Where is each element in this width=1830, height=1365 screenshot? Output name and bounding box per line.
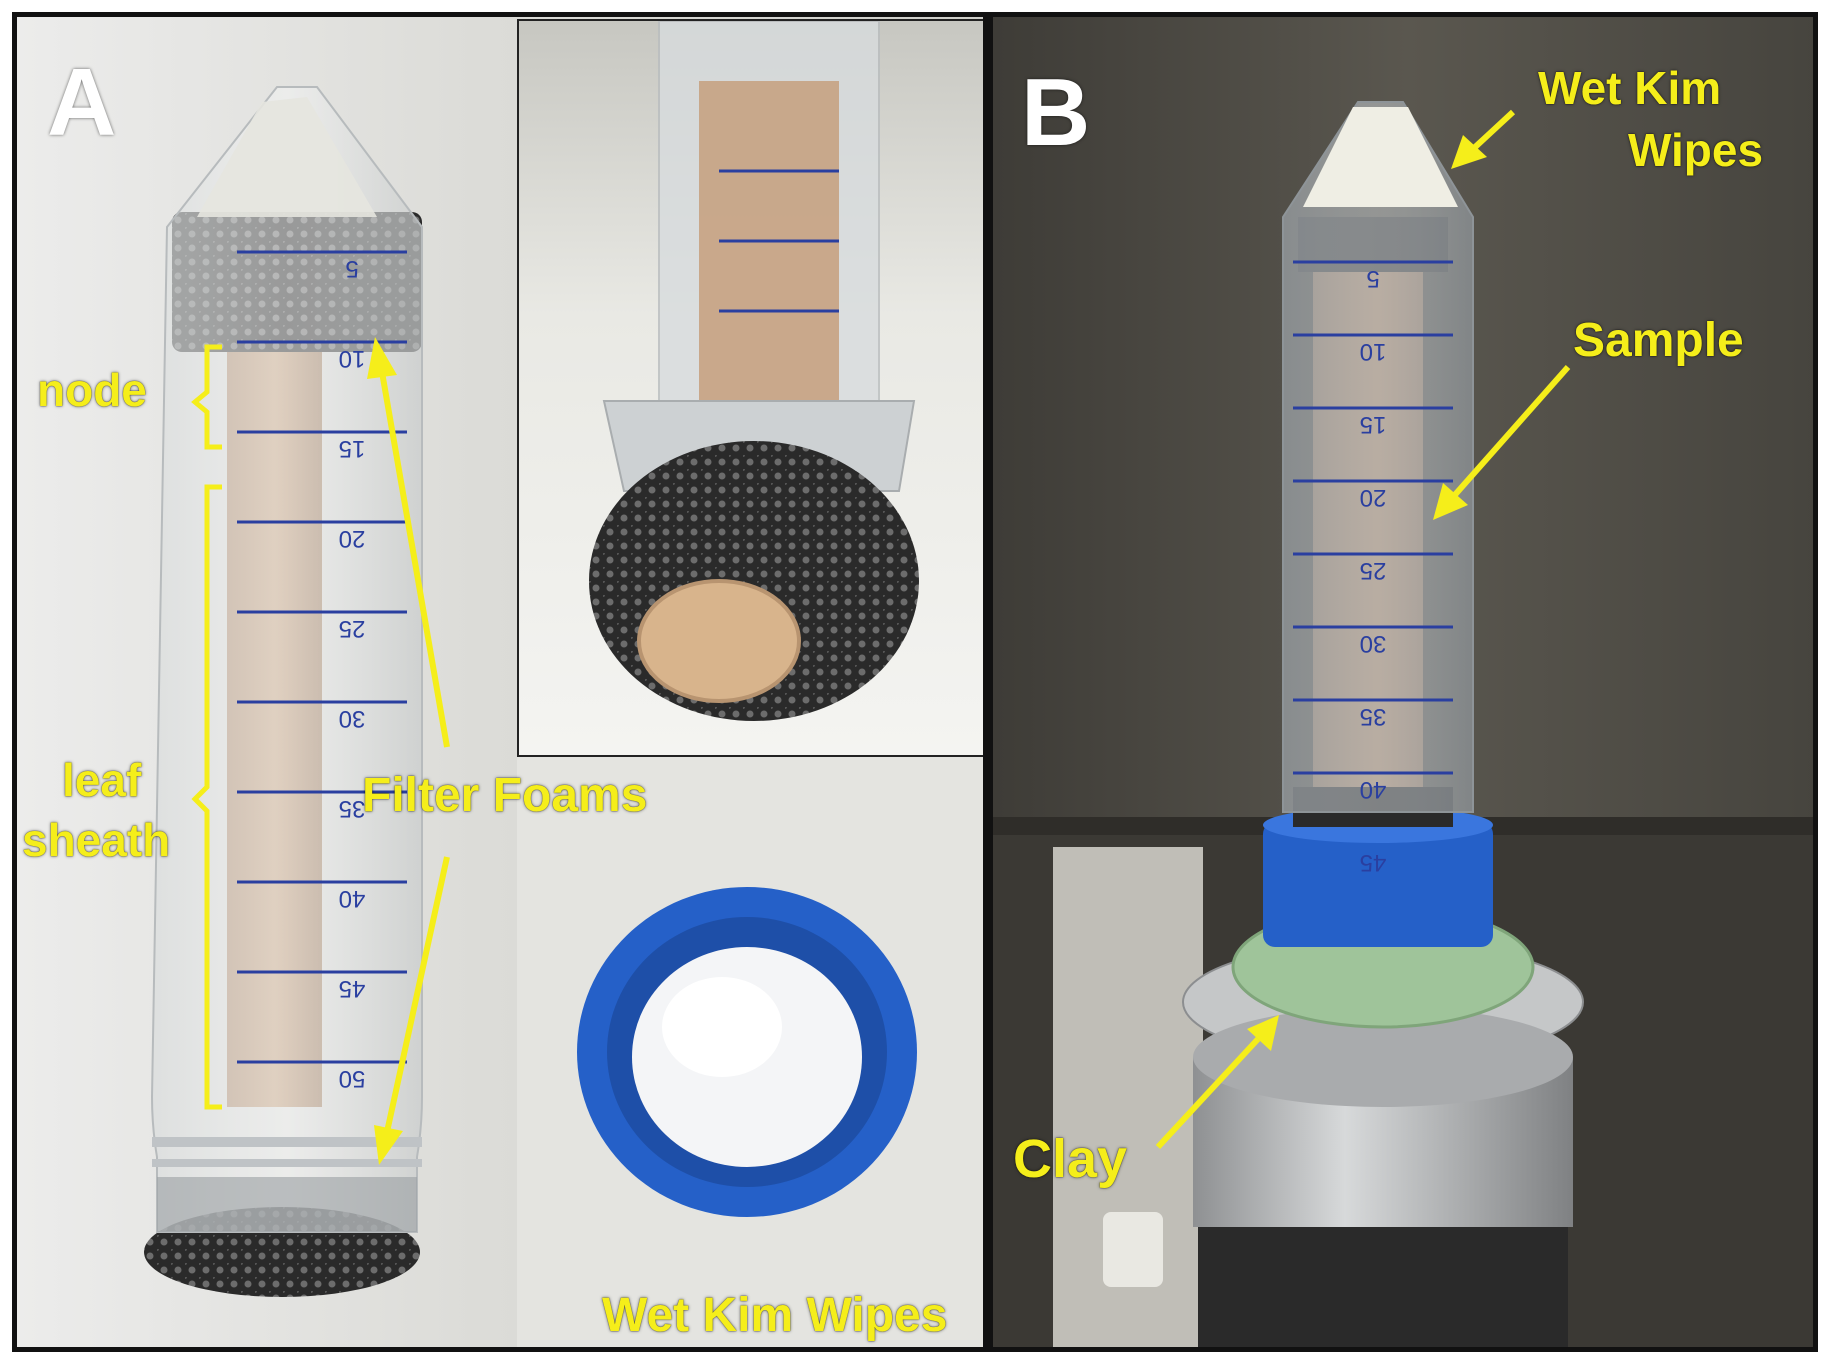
panel-a-illustration: 5 10 15 20 25 30 35 40 45 50	[144, 86, 805, 1297]
tube-a-mark-45: 45	[339, 975, 366, 1002]
panel-b: 5 10 15 20 25 30 35 40 45 B Wet Kim Wipes Sample…	[988, 12, 1818, 1352]
tube-a-mark-50: 50	[339, 1065, 366, 1092]
tube-a-mark-25: 25	[339, 615, 366, 642]
panel-b-illustration: 5 10 15 20 25 30 35 40 45	[993, 17, 1813, 1347]
tube-threads-2	[152, 1159, 422, 1167]
tube-a-mark-5: 5	[345, 255, 358, 282]
tube-b-mark-10: 10	[1360, 338, 1387, 365]
tube-b-mark-20: 20	[1360, 484, 1387, 511]
panel-a-letter: A	[47, 49, 117, 156]
inset-cap	[517, 757, 983, 1347]
mount-knob	[1103, 1212, 1163, 1287]
wet-kim-wipes-label-a: Wet Kim Wipes	[602, 1289, 948, 1342]
wet-kim-label-line1: Wet Kim	[1538, 62, 1722, 114]
tube-a-mark-10: 10	[339, 345, 366, 372]
tube-a-mark-35: 35	[339, 795, 366, 822]
tube-threads	[152, 1137, 422, 1147]
inset-foam-end	[517, 19, 983, 757]
panel-b-arrows	[1155, 109, 1571, 1150]
sample-label: Sample	[1573, 314, 1744, 367]
mount-plate-lower	[1193, 1007, 1573, 1107]
inset-cap-illustration	[577, 887, 917, 1217]
leaf-sheath-bracket	[191, 484, 222, 1110]
panel-b-letter: B	[1021, 59, 1091, 166]
tube-b-mark-25: 25	[1360, 557, 1387, 584]
tube-b-mark-30: 30	[1360, 630, 1387, 657]
tube-a-mark-20: 20	[339, 525, 366, 552]
tube-graduations-b	[1293, 260, 1453, 775]
tube-graduations	[237, 250, 407, 1064]
leaf-sheath-label-line2: sheath	[22, 814, 171, 866]
leaf-sheath-label-line1: leaf	[62, 754, 142, 806]
tube-a-mark-15: 15	[339, 435, 366, 462]
tube-b-mark-45: 45	[1360, 849, 1387, 876]
tube-b-mark-40: 40	[1360, 776, 1387, 803]
kim-wipes-tip	[1303, 107, 1458, 207]
tube-b-mark-35: 35	[1360, 703, 1387, 730]
mount-post	[1198, 1212, 1568, 1347]
tube-a-mark-30: 30	[339, 705, 366, 732]
tube-tip	[197, 97, 377, 217]
tube-b-mark-15: 15	[1360, 411, 1387, 438]
tube-bottom-ring	[157, 1177, 417, 1232]
node-bracket	[191, 344, 222, 450]
node-label: node	[37, 364, 147, 416]
tube-b-mark-5: 5	[1366, 265, 1379, 292]
wet-kim-label-line2: Wipes	[1628, 124, 1764, 176]
tube-a-mark-40: 40	[339, 885, 366, 912]
inset-foam-end-illustration	[589, 21, 919, 721]
clay-label: Clay	[1013, 1129, 1128, 1189]
filter-foams-label: Filter Foams	[362, 769, 648, 822]
tube-body	[150, 86, 423, 1233]
tube-body-b	[1282, 101, 1474, 813]
blue-cap	[1263, 822, 1493, 947]
panel-a: 5 10 15 20 25 30 35 40 45 50	[12, 12, 988, 1352]
